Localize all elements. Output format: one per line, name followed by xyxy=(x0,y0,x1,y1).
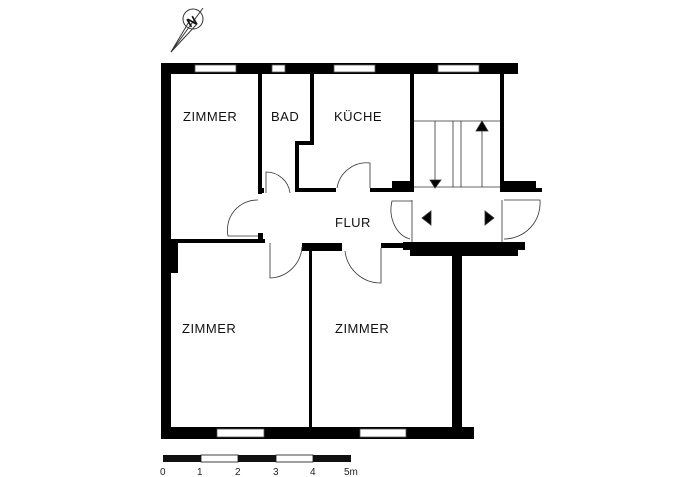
interior-walls xyxy=(171,74,542,427)
scale-tick-5: 5m xyxy=(344,467,358,477)
doors xyxy=(227,162,541,284)
door-landing-left xyxy=(390,200,412,240)
room-label-kueche: KÜCHE xyxy=(334,109,382,124)
window-kueche xyxy=(333,64,376,73)
window-zimmer-1 xyxy=(194,64,237,73)
scale-tick-3: 3 xyxy=(273,467,279,477)
door-bad xyxy=(265,171,291,194)
scale-tick-0: 0 xyxy=(160,467,166,477)
staircase xyxy=(411,120,503,242)
north-arrow-icon: N xyxy=(170,7,204,53)
landing-right-arrow-icon xyxy=(484,210,495,226)
window-stairs xyxy=(437,64,480,73)
stairs-up-arrow-icon xyxy=(475,120,489,132)
door-landing-right xyxy=(503,199,541,240)
window-zimmer-2 xyxy=(216,428,265,438)
landing-left-arrow-icon xyxy=(421,210,432,226)
room-label-zimmer-2: ZIMMER xyxy=(182,321,236,336)
room-label-zimmer-3: ZIMMER xyxy=(335,321,389,336)
scale-tick-1: 1 xyxy=(197,467,203,477)
room-label-zimmer-1: ZIMMER xyxy=(183,109,237,124)
door-zimmer-3 xyxy=(344,248,382,284)
scale-tick-4: 4 xyxy=(310,467,316,477)
scale-bar: 0 1 2 3 4 5m xyxy=(160,454,358,477)
door-zimmer-2 xyxy=(269,243,303,279)
door-kueche xyxy=(336,162,371,189)
windows xyxy=(194,64,480,438)
room-label-bad: BAD xyxy=(271,109,299,124)
scale-tick-2: 2 xyxy=(235,467,241,477)
door-zimmer-1 xyxy=(227,199,259,237)
window-bad xyxy=(271,64,286,73)
window-zimmer-3 xyxy=(359,428,407,438)
room-label-flur: FLUR xyxy=(335,215,371,230)
stairs-down-arrow-icon xyxy=(429,179,442,189)
